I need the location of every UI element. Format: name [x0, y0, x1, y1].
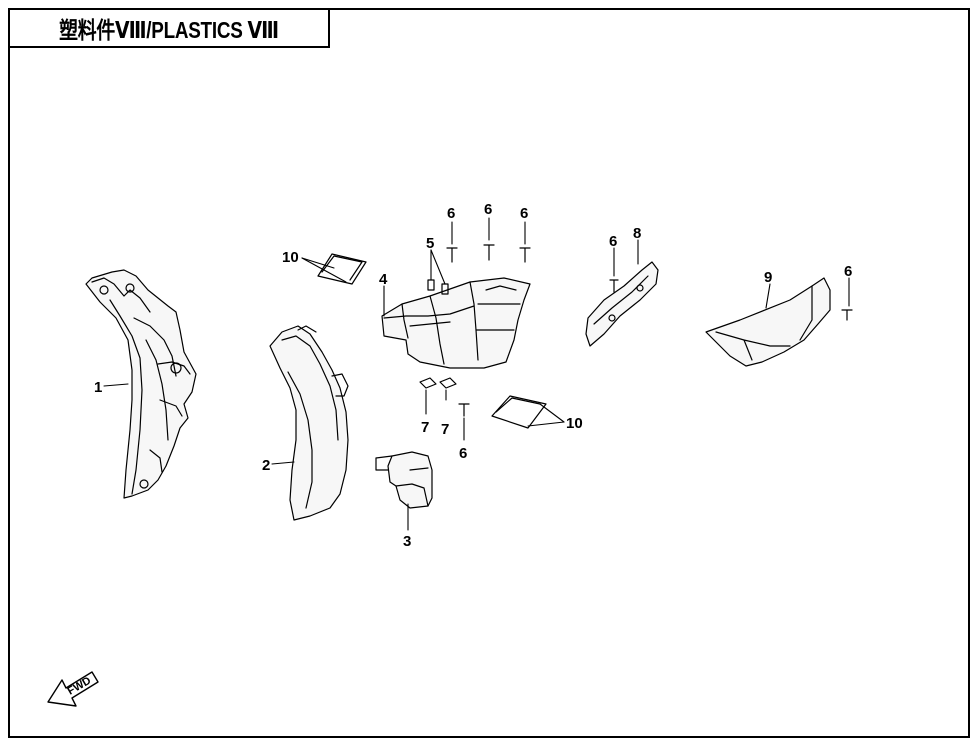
callout-2: 2	[262, 457, 270, 474]
callout-8: 8	[633, 225, 641, 242]
part-2-inner-panel	[269, 325, 349, 521]
callout-6-top-right: 6	[520, 205, 528, 222]
callout-labels: 1 2 3 4 5 6 6 6 6 6 6 7 7 8 9 10 10 FWD	[66, 201, 853, 698]
callout-10-bottom: 10	[566, 415, 583, 432]
part-9-side-cover	[705, 277, 831, 367]
callout-10-top: 10	[282, 249, 299, 266]
callout-6-top-middle: 6	[484, 201, 492, 218]
title-box: 塑料件Ⅷ/PLASTICS Ⅷ	[8, 8, 330, 48]
part-4-storage-box	[381, 277, 531, 369]
page-title: 塑料件Ⅷ/PLASTICS Ⅷ	[59, 17, 279, 43]
callout-3: 3	[403, 533, 411, 550]
callout-6-rail: 6	[609, 233, 617, 250]
part-1-side-panel	[85, 269, 197, 499]
part-6-screws	[446, 244, 853, 417]
callout-4: 4	[379, 271, 388, 288]
part-10-pads	[317, 253, 547, 429]
part-8-side-rail	[585, 261, 659, 347]
callout-5: 5	[426, 235, 434, 252]
part-3-bracket	[375, 451, 433, 509]
leader-lines	[103, 217, 850, 531]
drawing-frame	[8, 8, 970, 738]
callout-9: 9	[764, 269, 772, 286]
callout-6-top-left: 6	[447, 205, 455, 222]
callout-1: 1	[94, 379, 102, 396]
callout-7-left: 7	[421, 419, 429, 436]
callout-7-right: 7	[441, 421, 449, 438]
part-7-nuts	[419, 377, 457, 389]
callout-6-cover: 6	[844, 263, 852, 280]
callout-6-bottom: 6	[459, 445, 467, 462]
fwd-arrow-icon	[47, 671, 99, 707]
